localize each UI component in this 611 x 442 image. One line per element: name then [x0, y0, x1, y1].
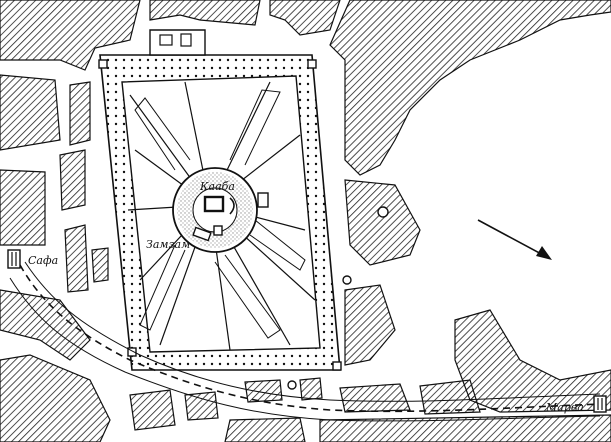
block-left-1 — [0, 74, 61, 151]
minarets — [98, 59, 389, 390]
marwa-marker — [593, 395, 607, 413]
kaaba-building — [203, 195, 225, 213]
safa-label: Сафа — [28, 254, 58, 267]
safa-marker — [7, 249, 21, 269]
marwa-label: Марва — [545, 401, 584, 414]
annex-room-2 — [180, 33, 192, 47]
block-bottom-6 — [339, 383, 411, 413]
road-edge-lower — [9, 277, 601, 422]
block-bottom-4 — [299, 377, 323, 401]
block-left-6 — [91, 247, 109, 283]
block-left-4 — [59, 149, 86, 211]
right-district — [329, 0, 611, 413]
block-bottom-5 — [224, 417, 306, 442]
kaaba-label: Кааба — [199, 180, 235, 193]
block-bottom-left-2 — [0, 354, 111, 442]
block-top-right — [269, 0, 341, 36]
zamzam-well — [192, 226, 212, 242]
gate-southeast — [342, 275, 352, 285]
road-edge-upper — [24, 261, 601, 402]
arrow-icon — [477, 219, 552, 260]
block-bottom-1 — [129, 389, 176, 431]
minaret-nw — [98, 59, 108, 69]
block-bottom-left-1 — [0, 289, 91, 361]
right-block-middle — [344, 179, 421, 266]
block-top-center — [149, 0, 261, 26]
block-top-left — [0, 0, 141, 71]
masa-path — [19, 264, 601, 413]
mosque-annex — [149, 29, 206, 56]
minbar-structure — [213, 225, 223, 236]
block-left-3 — [69, 81, 91, 146]
maqam-structure — [257, 192, 269, 208]
block-bottom-3 — [244, 379, 283, 403]
block-left-5 — [64, 224, 89, 293]
gate-east — [377, 206, 389, 218]
block-bottom-2 — [184, 391, 219, 421]
right-block-lower — [344, 284, 396, 366]
minaret-sw — [127, 347, 137, 357]
block-bottom-7 — [419, 379, 481, 415]
annex-room-1 — [159, 34, 173, 46]
marwa-district — [454, 309, 611, 413]
courtyard-wedges — [134, 89, 306, 339]
block-bottom-strip — [319, 414, 611, 442]
right-block-upper — [329, 0, 611, 176]
gate-south — [287, 380, 297, 390]
block-left-2 — [0, 169, 46, 246]
zamzam-label: Замзам — [146, 238, 190, 251]
minaret-ne — [307, 59, 317, 69]
hijr-ismail — [229, 197, 235, 215]
minaret-se — [332, 361, 342, 371]
